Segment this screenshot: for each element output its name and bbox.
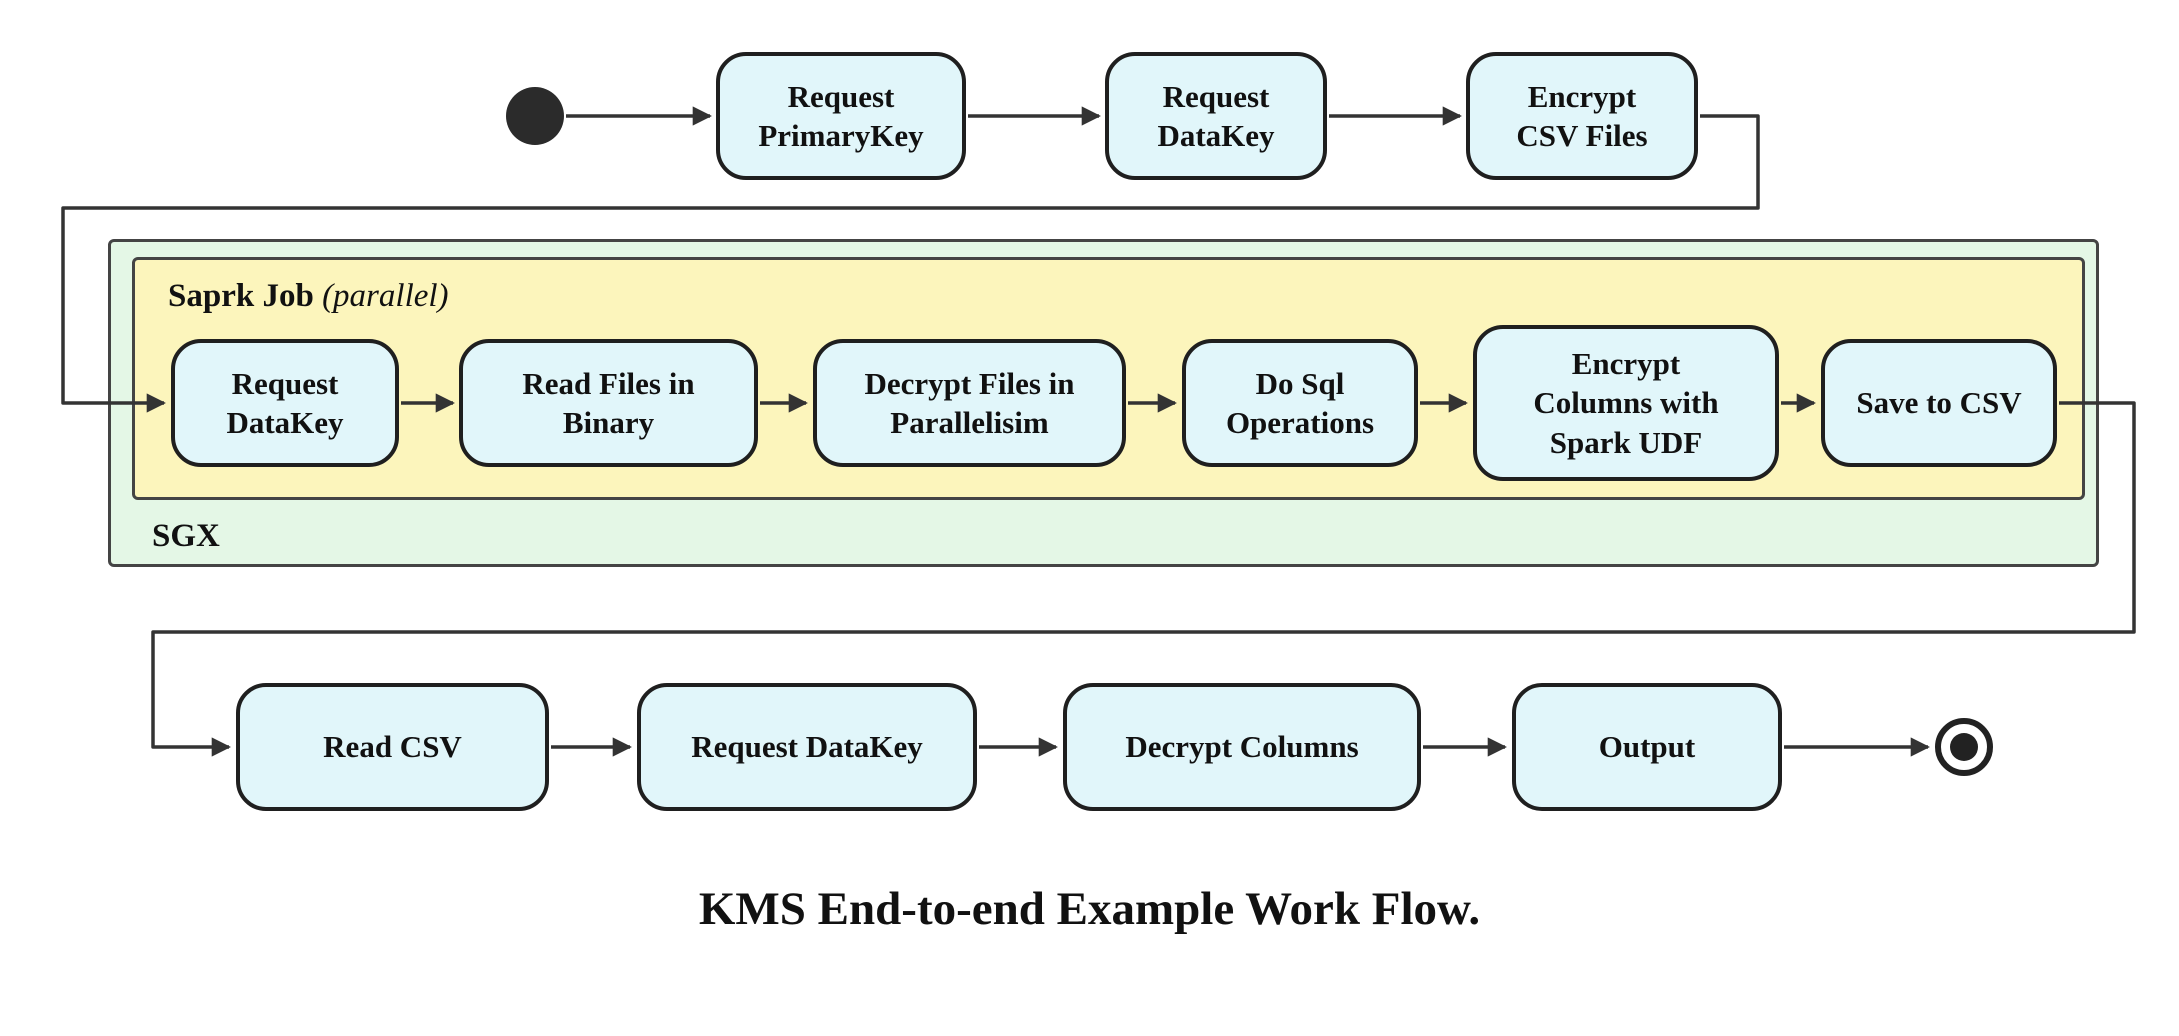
node-save-to-csv: Save to CSV [1821, 339, 2057, 467]
node-do-sql-operations: Do Sql Operations [1182, 339, 1418, 467]
node-decrypt-files-in-parallelisim: Decrypt Files in Parallelisim [813, 339, 1126, 467]
node-read-files-in-binary: Read Files in Binary [459, 339, 758, 467]
node-encrypt-columns-with-spark-udf: Encrypt Columns with Spark UDF [1473, 325, 1779, 481]
initial-state-icon [506, 87, 564, 145]
spark-job-label: Saprk Job (parallel) [168, 278, 449, 315]
sgx-title: SGX [152, 518, 220, 554]
diagram-caption: KMS End-to-end Example Work Flow. [698, 883, 1481, 935]
node-decrypt-columns: Decrypt Columns [1063, 683, 1421, 811]
node-request-primarykey: Request PrimaryKey [716, 52, 966, 180]
spark-job-qualifier: (parallel) [322, 278, 449, 314]
node-encrypt-csv-files: Encrypt CSV Files [1466, 52, 1698, 180]
final-state-icon [1935, 718, 1993, 776]
node-spark-request-datakey: Request DataKey [171, 339, 399, 467]
node-read-csv: Read CSV [236, 683, 549, 811]
final-state-dot-icon [1950, 733, 1978, 761]
node-request-datakey-top: Request DataKey [1105, 52, 1327, 180]
node-output: Output [1512, 683, 1782, 811]
spark-job-title: Saprk Job [168, 278, 314, 314]
sgx-label: SGX [152, 518, 220, 555]
node-request-datakey-bottom: Request DataKey [637, 683, 977, 811]
